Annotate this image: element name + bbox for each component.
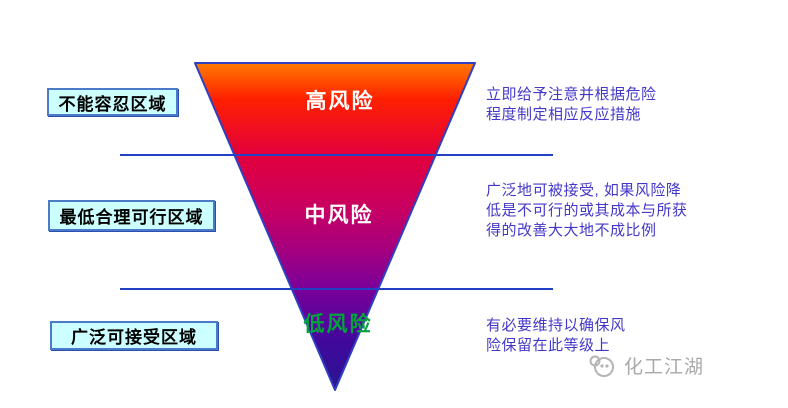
pyramid-label-low-risk: 低风险 [303,313,373,336]
desc-line: 广泛地可被接受, 如果风险降 [486,182,682,199]
watermark: 化工江湖 [588,352,704,379]
zone-box-intolerable-label: 不能容忍区域 [58,94,167,114]
divider-line-top [120,154,553,156]
zone-box-broadly-acceptable: 广泛可接受区域 [50,321,218,350]
zone-box-broadly-acceptable-label: 广泛可接受区域 [71,328,197,347]
watermark-text: 化工江湖 [624,357,705,378]
pyramid-label-high-risk: 高风险 [305,90,375,113]
watermark-logo-icon [588,354,616,378]
zone-box-alarp-label: 最低合理可行区域 [59,208,204,227]
zone-description-high: 立即给予注意并根据危险 程度制定相应反应措施 [486,85,657,125]
zone-description-medium: 广泛地可被接受, 如果风险降 低是不可行的或其成本与所获 得的改善大大地不成比例 [486,181,688,241]
desc-line: 程度制定相应反应措施 [486,106,642,123]
zone-box-intolerable: 不能容忍区域 [47,88,178,116]
desc-line: 低是不可行的或其成本与所获 [486,202,688,219]
pyramid-label-medium-risk: 中风险 [304,204,374,227]
zone-description-low: 有必要维持以确保风 险保留在此等级上 [486,316,626,356]
desc-line: 立即给予注意并根据危险 [486,86,657,103]
zone-box-alarp: 最低合理可行区域 [48,200,215,231]
desc-line: 险保留在此等级上 [486,337,611,354]
pyramid-shape [194,62,476,391]
divider-line-bottom [120,288,553,290]
desc-line: 得的改善大大地不成比例 [486,222,657,239]
desc-line: 有必要维持以确保风 [486,317,626,334]
